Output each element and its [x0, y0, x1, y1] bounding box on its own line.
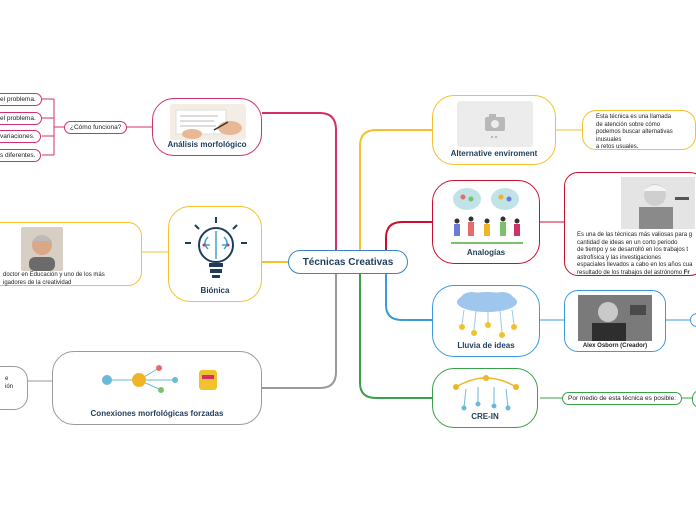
- topic-analogias[interactable]: Analogías: [432, 180, 540, 264]
- topic-title: Alternative enviroment: [450, 149, 538, 158]
- creator-name: Alex Osborn (Creador): [582, 343, 648, 349]
- topic-lluvia-de-ideas[interactable]: Lluvia de ideas: [432, 285, 540, 357]
- people-analogy-illustration: [451, 188, 523, 244]
- desc-line: astrofísica y las investigaciones: [577, 254, 662, 261]
- image-placeholder: [457, 101, 533, 147]
- lluvia-creator-card[interactable]: Alex Osborn (Creador): [564, 290, 666, 352]
- topic-title: Analogías: [466, 248, 506, 257]
- desc-line: a retos usuales.: [596, 144, 639, 150]
- topic-analisis-morfologico[interactable]: Análisis morfológico: [152, 98, 262, 156]
- desc-line: inusuales: [596, 136, 622, 143]
- analogias-description[interactable]: Es una de las técnicas más valiosas para…: [564, 172, 696, 276]
- alternative-description[interactable]: Esta técnica es una llamada de atención …: [582, 110, 696, 150]
- desc-line: de atención sobre cómo: [596, 121, 661, 128]
- note-line: e: [5, 376, 9, 382]
- central-topic[interactable]: Técnicas Creativas: [288, 250, 408, 274]
- camera-icon: [485, 114, 505, 139]
- bio-line: igadores de la creatividad: [3, 279, 72, 286]
- desc-line: podemos buscar alternativas: [596, 129, 673, 135]
- step-item[interactable]: s diferentes.: [0, 149, 42, 162]
- brainstorm-cloud-icon: [457, 292, 517, 338]
- connector-conexiones: [262, 262, 337, 389]
- question-how-it-works[interactable]: ¿Cómo funciona?: [64, 121, 128, 134]
- topic-title: Biónica: [200, 286, 230, 295]
- desc-line: de tiempo y se desarrolló en los trabajo…: [577, 247, 689, 253]
- desc-line: Esta técnica es una llamada: [596, 114, 672, 120]
- step-item[interactable]: el problema.: [0, 93, 42, 106]
- topic-title: Lluvia de ideas: [457, 341, 515, 350]
- crein-note[interactable]: Por medio de esta técnica es posible:: [562, 392, 683, 405]
- topic-bionica[interactable]: Biónica: [168, 206, 262, 302]
- topic-title: CRE-IN: [471, 412, 499, 421]
- author-portrait: [21, 227, 63, 271]
- topic-cre-in[interactable]: CRE-IN: [432, 368, 538, 428]
- connector-alternative: [359, 129, 432, 262]
- brain-bulb-icon: [185, 217, 247, 278]
- connector-crein: [359, 262, 432, 399]
- topic-alternative-enviroment[interactable]: Alternative enviroment: [432, 95, 556, 165]
- connector-analisis: [262, 112, 337, 262]
- desc-line: cantidad de ideas en un corto periodo: [577, 239, 678, 246]
- desc-line: espaciales llevados a cabo en los años c…: [577, 262, 693, 268]
- astronomer-portrait: [621, 177, 695, 229]
- desc-line: Es una de las técnicas más valiosas para…: [577, 232, 693, 238]
- topic-conexiones-morfologicas[interactable]: Conexiones morfológicas forzadas: [52, 351, 262, 425]
- creator-portrait: [578, 295, 652, 341]
- bionica-author-card[interactable]: doctor en Educación y uno de los más iga…: [0, 222, 142, 286]
- bio-line: doctor en Educación y uno de los más: [3, 272, 105, 278]
- analogias-text: Es una de las técnicas más valiosas para…: [577, 232, 692, 277]
- note-line: ión: [5, 383, 14, 390]
- connector-analogias: [385, 221, 432, 262]
- connector-lluvia: [385, 262, 432, 321]
- writing-hands-image: [170, 104, 246, 140]
- desc-line: resultado de los trabajos del astrónomo: [577, 269, 684, 276]
- step-item[interactable]: variaciones.: [0, 130, 41, 143]
- step-item[interactable]: el problema.: [0, 112, 42, 125]
- topic-title: Conexiones morfológicas forzadas: [90, 409, 224, 418]
- connections-illustration: [102, 365, 217, 393]
- astronomer-name: Fr: [683, 269, 690, 276]
- conexiones-note-card[interactable]: e ión: [0, 366, 28, 410]
- cre-in-illustration: [453, 375, 519, 411]
- author-bio: doctor en Educación y uno de los más iga…: [3, 272, 105, 287]
- topic-title: Análisis morfológico: [167, 140, 247, 149]
